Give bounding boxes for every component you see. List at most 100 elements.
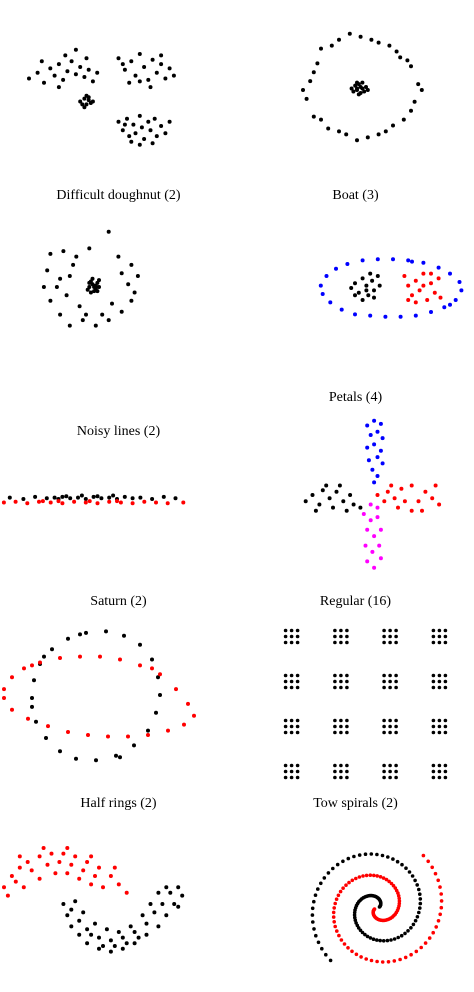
data-point: [283, 634, 288, 639]
data-point: [129, 139, 134, 144]
data-point: [115, 499, 119, 504]
data-point: [335, 929, 339, 933]
data-point: [339, 769, 343, 774]
data-point: [154, 70, 159, 75]
data-point: [337, 37, 341, 42]
data-point: [341, 886, 345, 890]
data-point: [396, 894, 401, 898]
data-point: [283, 685, 288, 690]
data-point: [77, 304, 82, 309]
data-point: [411, 922, 416, 927]
data-point: [378, 527, 383, 532]
data-point: [369, 958, 374, 963]
data-point: [138, 495, 143, 500]
data-point: [85, 941, 90, 946]
data-point: [387, 879, 391, 884]
data-point: [333, 679, 337, 684]
data-point: [382, 634, 386, 639]
data-point: [289, 640, 294, 645]
data-point: [365, 423, 370, 428]
data-point: [419, 945, 423, 950]
data-point: [69, 924, 74, 929]
data-point: [78, 99, 83, 104]
data-point: [100, 312, 105, 317]
data-point: [119, 271, 124, 276]
chart-title: Tow spirals (2): [313, 796, 398, 811]
data-point: [442, 305, 447, 310]
data-point: [372, 534, 377, 539]
data-point: [413, 278, 418, 283]
data-point: [84, 93, 89, 98]
data-point: [436, 878, 440, 883]
data-point: [357, 853, 362, 857]
data-point: [81, 910, 86, 915]
data-point: [415, 915, 420, 919]
data-point: [349, 286, 354, 290]
data-point: [310, 493, 315, 497]
data-point: [39, 59, 44, 64]
data-point: [398, 314, 403, 319]
data-point: [77, 932, 82, 937]
data-point: [364, 873, 369, 878]
data-point: [320, 488, 325, 493]
data-point: [443, 685, 448, 690]
data-point: [366, 293, 371, 298]
data-point: [301, 88, 305, 92]
data-point: [431, 724, 436, 729]
data-point: [354, 952, 359, 957]
data-point: [106, 734, 110, 739]
data-point: [313, 893, 318, 897]
data-point: [48, 251, 53, 256]
data-point: [295, 685, 300, 690]
data-point: [289, 724, 294, 729]
data-point: [283, 769, 288, 774]
data-point: [423, 489, 428, 494]
data-point: [87, 280, 92, 285]
data-point: [394, 769, 398, 774]
data-point: [322, 876, 327, 880]
data-point: [413, 300, 418, 305]
data-point: [95, 289, 100, 294]
data-point: [360, 930, 365, 935]
data-point: [394, 634, 398, 639]
data-point: [417, 887, 421, 892]
data-point: [437, 730, 442, 735]
data-point: [324, 952, 328, 957]
data-point: [453, 298, 458, 302]
data-point: [375, 959, 379, 964]
data-point: [342, 942, 347, 946]
data-point: [82, 105, 87, 110]
data-point: [345, 634, 349, 639]
data-point: [431, 640, 436, 645]
data-point: [120, 946, 125, 951]
data-point: [388, 634, 392, 639]
data-point: [437, 679, 442, 684]
data-point: [352, 854, 356, 859]
data-point: [97, 278, 101, 283]
data-point: [87, 246, 92, 251]
data-point: [333, 901, 337, 906]
data-point: [152, 910, 157, 915]
data-point: [107, 499, 112, 504]
data-point: [283, 718, 288, 723]
data-point: [74, 756, 78, 761]
data-point: [78, 632, 82, 637]
data-point: [166, 728, 170, 733]
data-point: [375, 938, 379, 942]
data-point: [410, 874, 415, 878]
data-point: [406, 929, 410, 933]
data-point: [346, 856, 351, 861]
data-point: [2, 687, 6, 692]
data-point: [37, 499, 41, 504]
data-point: [341, 859, 345, 864]
data-point: [409, 64, 413, 69]
data-point: [44, 736, 48, 740]
data-point: [384, 877, 389, 882]
data-point: [359, 955, 363, 959]
data-point: [437, 634, 442, 639]
data-point: [17, 865, 22, 870]
data-point: [338, 889, 343, 894]
data-point: [150, 666, 154, 671]
data-point: [7, 495, 12, 500]
data-point: [331, 505, 335, 510]
